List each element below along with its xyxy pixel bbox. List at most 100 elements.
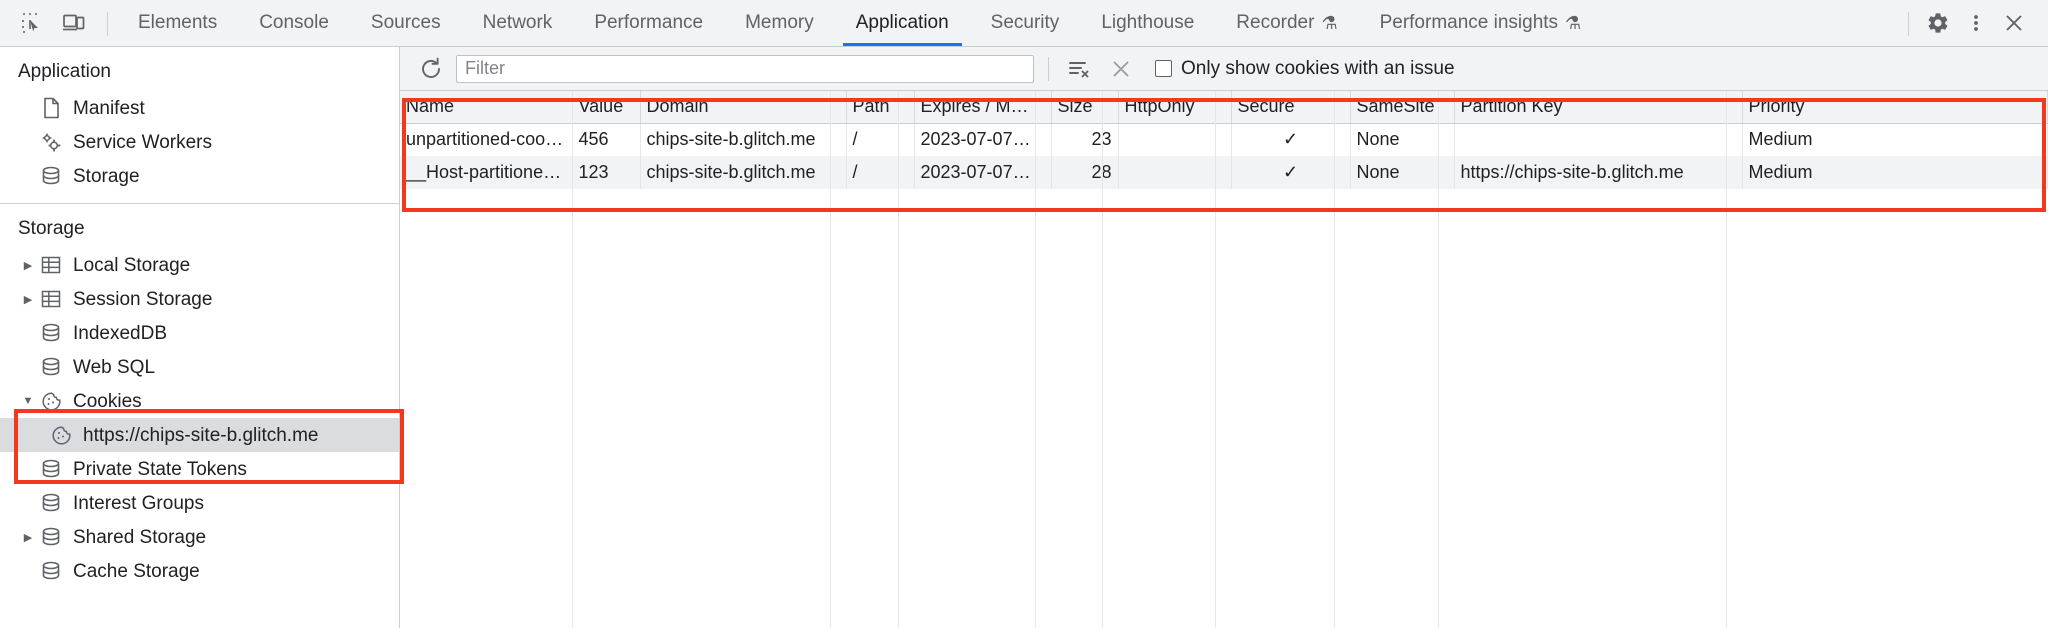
filterbar-divider: [1048, 56, 1049, 81]
column-header-path[interactable]: Path: [846, 91, 915, 124]
tab-label: Memory: [745, 12, 814, 33]
cell-name: unpartitioned-cookie: [400, 123, 573, 156]
experiment-flask-icon: ⚗: [1321, 13, 1338, 33]
inspect-element-icon[interactable]: [14, 5, 50, 41]
chevron-down-icon[interactable]: ▼: [22, 395, 34, 407]
tab-performance-insights[interactable]: Performance insights ⚗: [1359, 0, 1603, 46]
column-header-secure[interactable]: Secure: [1231, 91, 1351, 124]
tab-console[interactable]: Console: [238, 0, 350, 46]
sidebar-item-storage[interactable]: ▶ Storage: [0, 159, 399, 193]
sidebar-item-manifest[interactable]: ▶ Manifest: [0, 91, 399, 125]
cookies-filter-toolbar: Only show cookies with an issue: [400, 47, 2048, 91]
tab-memory[interactable]: Memory: [724, 0, 835, 46]
cell-size: 28: [1051, 156, 1119, 189]
sidebar-item-interest-groups[interactable]: ▶ Interest Groups: [0, 486, 399, 520]
cell-domain: chips-site-b.glitch.me: [640, 123, 847, 156]
chevron-right-icon[interactable]: ▶: [23, 293, 33, 306]
gear-icon[interactable]: [1920, 5, 1956, 41]
database-icon: [38, 458, 64, 480]
sidebar-item-web-sql[interactable]: ▶ Web SQL: [0, 350, 399, 384]
chevron-right-icon[interactable]: ▶: [23, 531, 33, 544]
tab-network[interactable]: Network: [462, 0, 574, 46]
table-row[interactable]: unpartitioned-cookie 456 chips-site-b.gl…: [400, 123, 2048, 156]
tab-label: Console: [259, 12, 329, 33]
gears-icon: [38, 131, 64, 153]
toolbar-divider: [107, 12, 108, 36]
cookie-icon: [38, 391, 64, 412]
column-header-size[interactable]: Size: [1051, 91, 1119, 124]
column-header-partition[interactable]: Partition Key: [1454, 91, 1743, 124]
cell-secure: ✓: [1231, 156, 1351, 189]
tabbar-left-tools: [0, 0, 117, 46]
cell-priority: Medium: [1742, 123, 2048, 156]
column-header-expires[interactable]: Expires / M…: [914, 91, 1052, 124]
sidebar-item-cookie-origin[interactable]: https://chips-site-b.glitch.me: [0, 418, 399, 452]
sidebar-item-private-state-tokens[interactable]: ▶ Private State Tokens: [0, 452, 399, 486]
close-icon[interactable]: [1996, 5, 2032, 41]
filter-input[interactable]: [456, 54, 1034, 83]
sidebar-item-label: Interest Groups: [73, 492, 204, 514]
column-header-value[interactable]: Value: [572, 91, 641, 124]
tab-recorder[interactable]: Recorder ⚗: [1215, 0, 1358, 46]
sidebar-section-application: Application ▶ Manifest ▶: [0, 47, 399, 203]
sidebar-item-session-storage[interactable]: ▶ Session Storage: [0, 282, 399, 316]
sidebar-item-service-workers[interactable]: ▶ Service Workers: [0, 125, 399, 159]
table-icon: [38, 289, 64, 309]
only-issues-checkbox[interactable]: [1155, 60, 1172, 77]
cell-expires: 2023-07-07…: [914, 123, 1052, 156]
column-header-domain[interactable]: Domain: [640, 91, 847, 124]
column-header-httponly[interactable]: HttpOnly: [1118, 91, 1232, 124]
cell-samesite: None: [1350, 123, 1455, 156]
sidebar-item-cookies[interactable]: ▼ Cookies: [0, 384, 399, 418]
tab-sources[interactable]: Sources: [350, 0, 462, 46]
sidebar-item-label: https://chips-site-b.glitch.me: [83, 424, 319, 446]
devtools-body: Application ▶ Manifest ▶: [0, 47, 2048, 628]
toolbar-divider-right: [1908, 12, 1909, 36]
table-header-row: Name Value Domain Path Expires / M… Size…: [400, 91, 2048, 124]
cell-expires: 2023-07-07…: [914, 156, 1052, 189]
column-header-priority[interactable]: Priority: [1742, 91, 2048, 124]
kebab-menu-icon[interactable]: [1958, 5, 1994, 41]
cookie-icon: [48, 425, 74, 446]
column-header-name[interactable]: Name: [400, 91, 573, 124]
application-sidebar: Application ▶ Manifest ▶: [0, 47, 400, 628]
sidebar-item-local-storage[interactable]: ▶ Local Storage: [0, 248, 399, 282]
tabbar-right-tools: [1899, 0, 2048, 46]
table-row[interactable]: __Host-partitioned-cookie 123 chips-site…: [400, 156, 2048, 189]
database-icon: [38, 356, 64, 378]
cell-value: 123: [572, 156, 641, 189]
cell-partition: https://chips-site-b.glitch.me: [1454, 156, 1743, 189]
sidebar-section-title: Storage: [18, 218, 85, 239]
panel-tabs: Elements Console Sources Network Perform…: [117, 0, 1602, 46]
only-issues-checkbox-row[interactable]: Only show cookies with an issue: [1155, 58, 1455, 80]
cell-secure: ✓: [1231, 123, 1351, 156]
cell-httponly: [1118, 123, 1232, 156]
tab-label: Application: [855, 12, 949, 33]
tab-label: Network: [482, 12, 553, 33]
tab-security[interactable]: Security: [970, 0, 1081, 46]
tab-performance[interactable]: Performance: [573, 0, 724, 46]
tab-lighthouse[interactable]: Lighthouse: [1080, 0, 1215, 46]
refresh-icon[interactable]: [416, 54, 446, 84]
cell-path: /: [846, 156, 915, 189]
tab-label: Lighthouse: [1101, 12, 1195, 33]
database-icon: [38, 526, 64, 548]
sidebar-item-label: Cookies: [73, 390, 142, 412]
tab-label: Security: [990, 12, 1060, 33]
clear-filter-icon[interactable]: [1105, 54, 1137, 84]
chevron-right-icon[interactable]: ▶: [23, 259, 33, 272]
clear-all-cookies-icon[interactable]: [1063, 54, 1095, 84]
column-header-samesite[interactable]: SameSite: [1350, 91, 1455, 124]
sidebar-item-label: Cache Storage: [73, 560, 200, 582]
sidebar-item-cache-storage[interactable]: ▶ Cache Storage: [0, 554, 399, 588]
tab-application[interactable]: Application: [835, 0, 970, 46]
tab-label: Recorder: [1236, 12, 1315, 33]
cell-value: 456: [572, 123, 641, 156]
tab-elements[interactable]: Elements: [117, 0, 238, 46]
database-icon: [38, 165, 64, 187]
cell-partition: [1454, 123, 1743, 156]
device-toolbar-icon[interactable]: [56, 5, 92, 41]
sidebar-item-indexeddb[interactable]: ▶ IndexedDB: [0, 316, 399, 350]
tab-label: Elements: [138, 12, 218, 33]
sidebar-item-shared-storage[interactable]: ▶ Shared Storage: [0, 520, 399, 554]
